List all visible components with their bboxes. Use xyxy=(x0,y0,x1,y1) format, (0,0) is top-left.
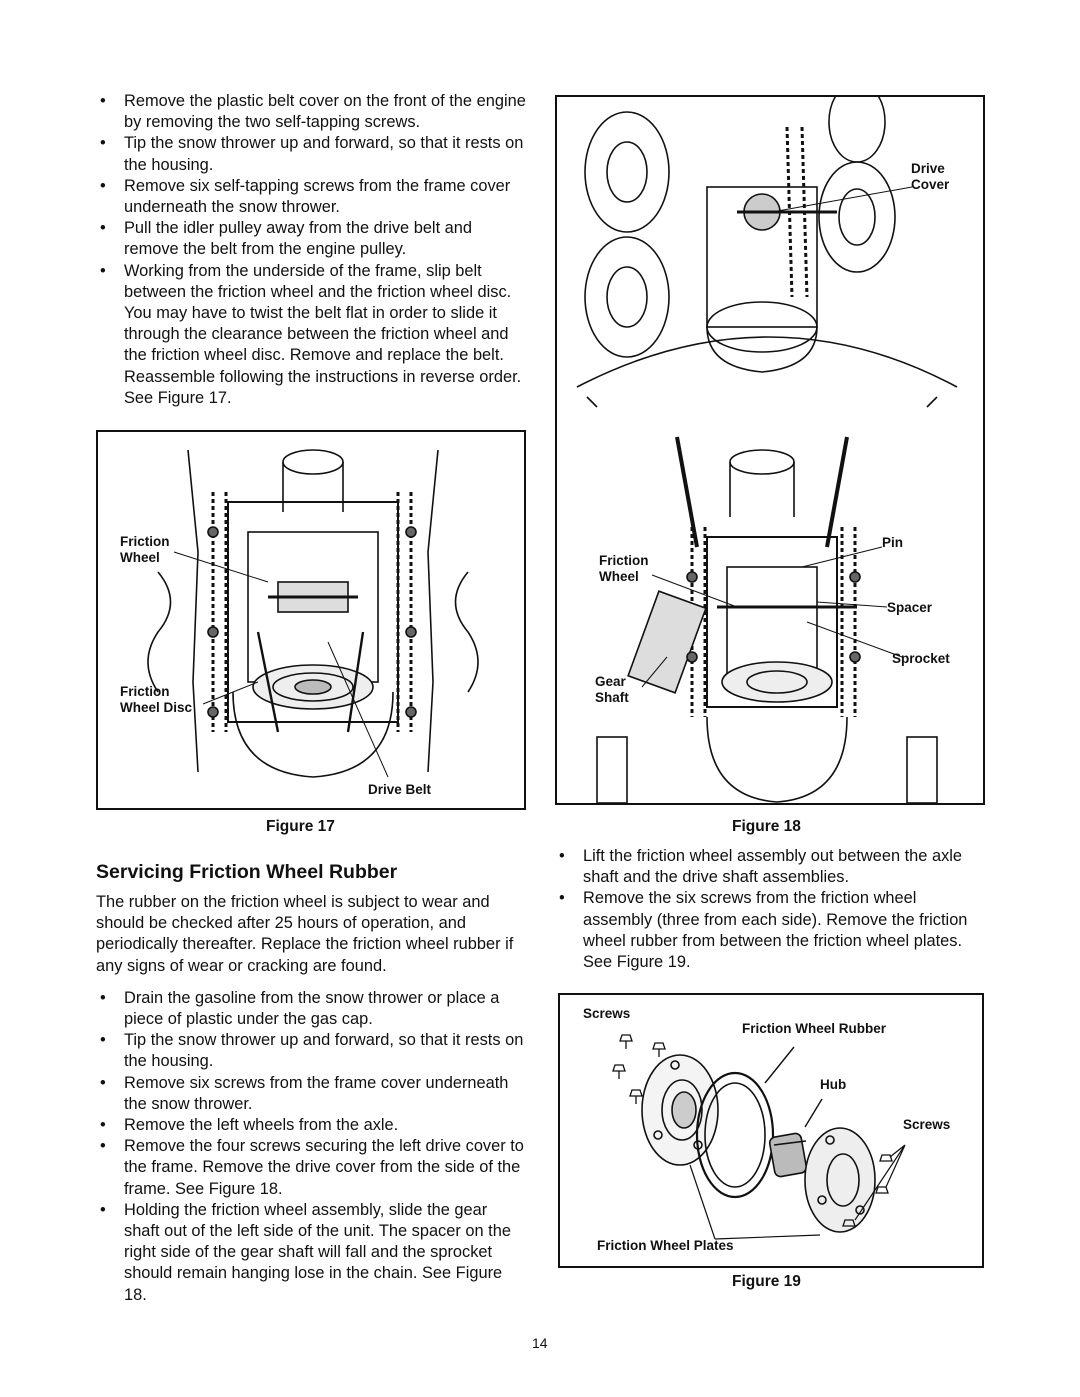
label-drive-belt: Drive Belt xyxy=(368,782,432,797)
figure-17-drawing xyxy=(147,449,479,778)
list-item: Pull the idler pulley away from the driv… xyxy=(96,218,526,260)
figure-18-illustration: Drive Cover Pin Friction Wheel Spacer Sp… xyxy=(555,95,985,805)
figure-19-illustration: Screws Friction Wheel Rubber Hub Screws … xyxy=(558,993,984,1268)
label-gear-shaft: Gear Shaft xyxy=(595,674,629,705)
section-intro: The rubber on the friction wheel is subj… xyxy=(96,893,514,975)
figure-17-caption: Figure 17 xyxy=(266,818,335,835)
label-drive-cover: Drive Cover xyxy=(911,161,950,192)
label-sprocket: Sprocket xyxy=(892,651,950,666)
list-item: Lift the friction wheel assembly out bet… xyxy=(555,846,985,888)
right-instructions: Lift the friction wheel assembly out bet… xyxy=(555,846,985,973)
bullet-list: Lift the friction wheel assembly out bet… xyxy=(555,846,985,973)
list-item: Tip the snow thrower up and forward, so … xyxy=(96,1030,526,1072)
list-item: Working from the underside of the frame,… xyxy=(96,261,526,409)
bullet-list: Drain the gasoline from the snow thrower… xyxy=(96,988,526,1306)
section-body: The rubber on the friction wheel is subj… xyxy=(96,892,526,1306)
label-hub: Hub xyxy=(820,1077,847,1092)
label-friction-wheel: Friction Wheel xyxy=(599,553,649,584)
label-friction-wheel-disc: Friction Wheel Disc xyxy=(120,684,193,715)
section-heading: Servicing Friction Wheel Rubber xyxy=(96,861,398,883)
label-spacer: Spacer xyxy=(887,600,933,615)
label-friction-wheel-plates: Friction Wheel Plates xyxy=(597,1238,734,1253)
list-item: Holding the friction wheel assembly, sli… xyxy=(96,1200,526,1306)
figure-18-drawing xyxy=(576,97,958,803)
label-screws-right: Screws xyxy=(903,1117,951,1132)
label-friction-wheel: Friction Wheel xyxy=(120,534,170,565)
list-item: Remove six self-tapping screws from the … xyxy=(96,176,526,218)
label-pin: Pin xyxy=(882,535,904,550)
list-item: Tip the snow thrower up and forward, so … xyxy=(96,133,526,175)
page-number: 14 xyxy=(532,1335,548,1351)
figure-19-drawing xyxy=(612,1034,906,1240)
list-item: Drain the gasoline from the snow thrower… xyxy=(96,988,526,1030)
figure-18-caption: Figure 18 xyxy=(732,818,801,835)
list-item: Remove six screws from the frame cover u… xyxy=(96,1073,526,1115)
label-friction-wheel-rubber: Friction Wheel Rubber xyxy=(742,1021,887,1036)
list-item: Remove the six screws from the friction … xyxy=(555,888,985,973)
list-item: Remove the left wheels from the axle. xyxy=(96,1115,526,1136)
list-item: Remove the plastic belt cover on the fro… xyxy=(96,91,526,133)
list-item: Remove the four screws securing the left… xyxy=(96,1136,526,1200)
figure-17-illustration: Friction Wheel Friction Wheel Disc Drive… xyxy=(96,430,526,810)
bullet-list: Remove the plastic belt cover on the fro… xyxy=(96,91,526,409)
figure-19-caption: Figure 19 xyxy=(732,1273,801,1290)
left-top-instructions: Remove the plastic belt cover on the fro… xyxy=(96,91,526,409)
label-screws-left: Screws xyxy=(583,1006,631,1021)
